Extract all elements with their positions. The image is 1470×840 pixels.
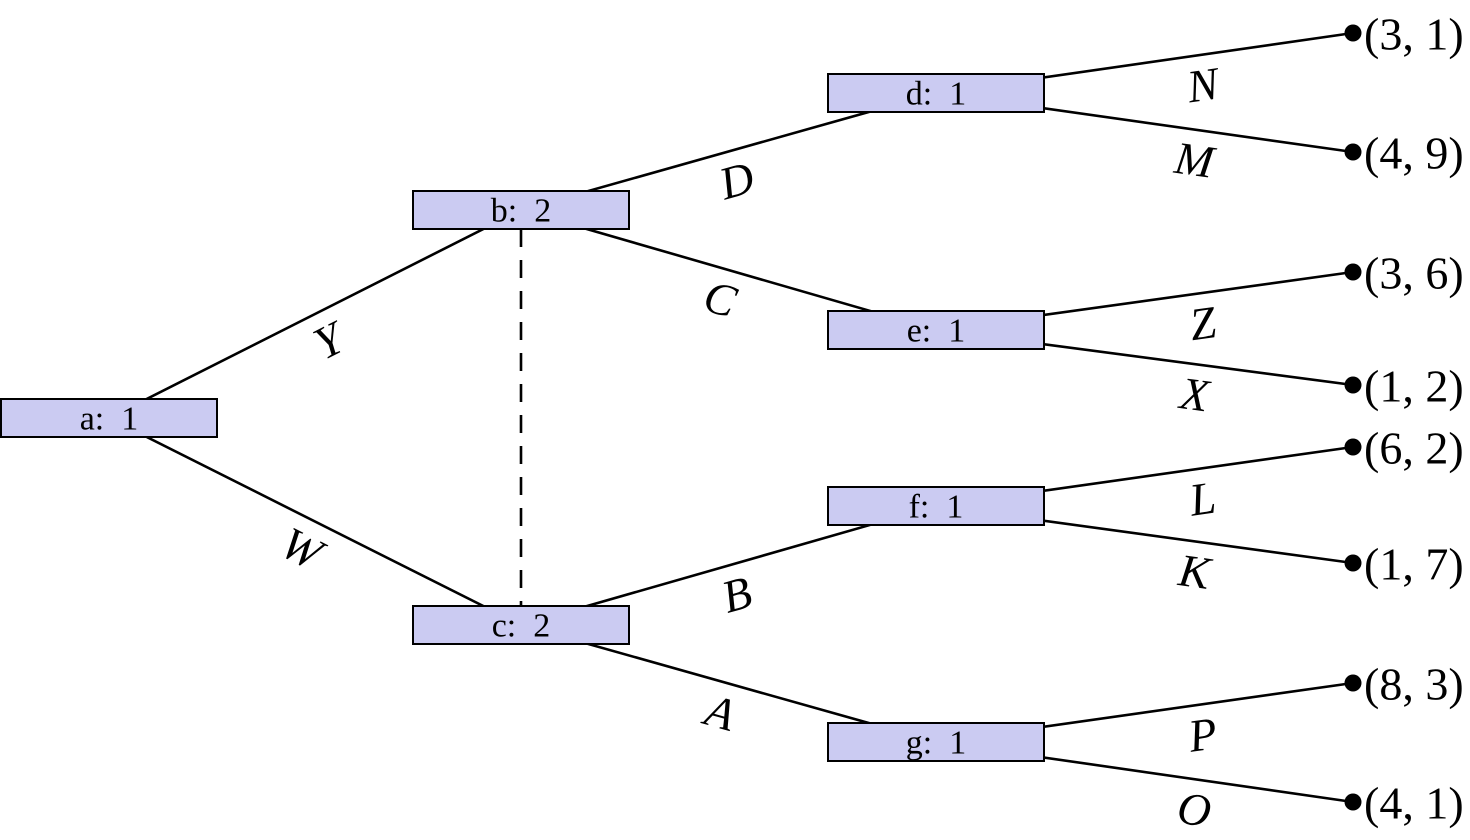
decision-node-e — [827, 310, 1045, 350]
terminal-dot-tN — [1344, 24, 1362, 42]
decision-node-label-e: e: 1 — [907, 313, 966, 350]
terminal-dot-tK — [1344, 554, 1362, 572]
terminal-dot-tP — [1344, 674, 1362, 692]
action-label-M: M — [1171, 132, 1220, 188]
decision-node-d — [827, 73, 1045, 113]
decision-node-label-f: f: 1 — [909, 489, 964, 526]
edge-a-Y — [108, 208, 522, 420]
terminal-dot-tZ — [1344, 263, 1362, 281]
payoff-label-tZ: (3, 6) — [1364, 248, 1464, 299]
decision-node-c — [412, 605, 630, 645]
decision-node-f — [827, 486, 1045, 526]
decision-node-label-c: c: 2 — [492, 608, 551, 645]
action-label-K: K — [1175, 544, 1216, 599]
action-label-Y: Y — [306, 310, 356, 369]
decision-node-g — [827, 722, 1045, 762]
edge-a-W — [108, 416, 522, 627]
payoff-label-tL: (6, 2) — [1364, 423, 1464, 474]
action-label-N: N — [1183, 57, 1224, 112]
action-label-O: O — [1174, 782, 1214, 837]
payoff-label-tO: (4, 1) — [1364, 778, 1464, 829]
payoff-label-tP: (8, 3) — [1364, 659, 1464, 710]
action-label-A: A — [697, 683, 742, 741]
terminal-dot-tL — [1344, 438, 1362, 456]
terminal-dot-tM — [1344, 143, 1362, 161]
action-label-Z: Z — [1186, 296, 1219, 350]
action-label-P: P — [1184, 707, 1220, 762]
decision-node-a — [0, 398, 218, 438]
terminal-dot-tO — [1344, 793, 1362, 811]
decision-node-label-a: a: 1 — [80, 401, 139, 438]
action-label-L: L — [1185, 472, 1218, 526]
payoff-label-tN: (3, 1) — [1364, 9, 1464, 60]
payoff-label-tM: (4, 9) — [1364, 128, 1464, 179]
terminal-dot-tX — [1344, 376, 1362, 394]
action-label-D: D — [713, 151, 760, 209]
action-label-C: C — [698, 270, 743, 328]
decision-node-b — [412, 190, 630, 230]
decision-node-label-g: g: 1 — [906, 725, 966, 762]
payoff-label-tK: (1, 7) — [1364, 539, 1464, 590]
action-label-X: X — [1175, 367, 1213, 422]
action-label-B: B — [716, 566, 757, 623]
payoff-label-tX: (1, 2) — [1364, 361, 1464, 412]
decision-node-label-d: d: 1 — [906, 76, 966, 113]
decision-node-label-b: b: 2 — [491, 193, 551, 230]
